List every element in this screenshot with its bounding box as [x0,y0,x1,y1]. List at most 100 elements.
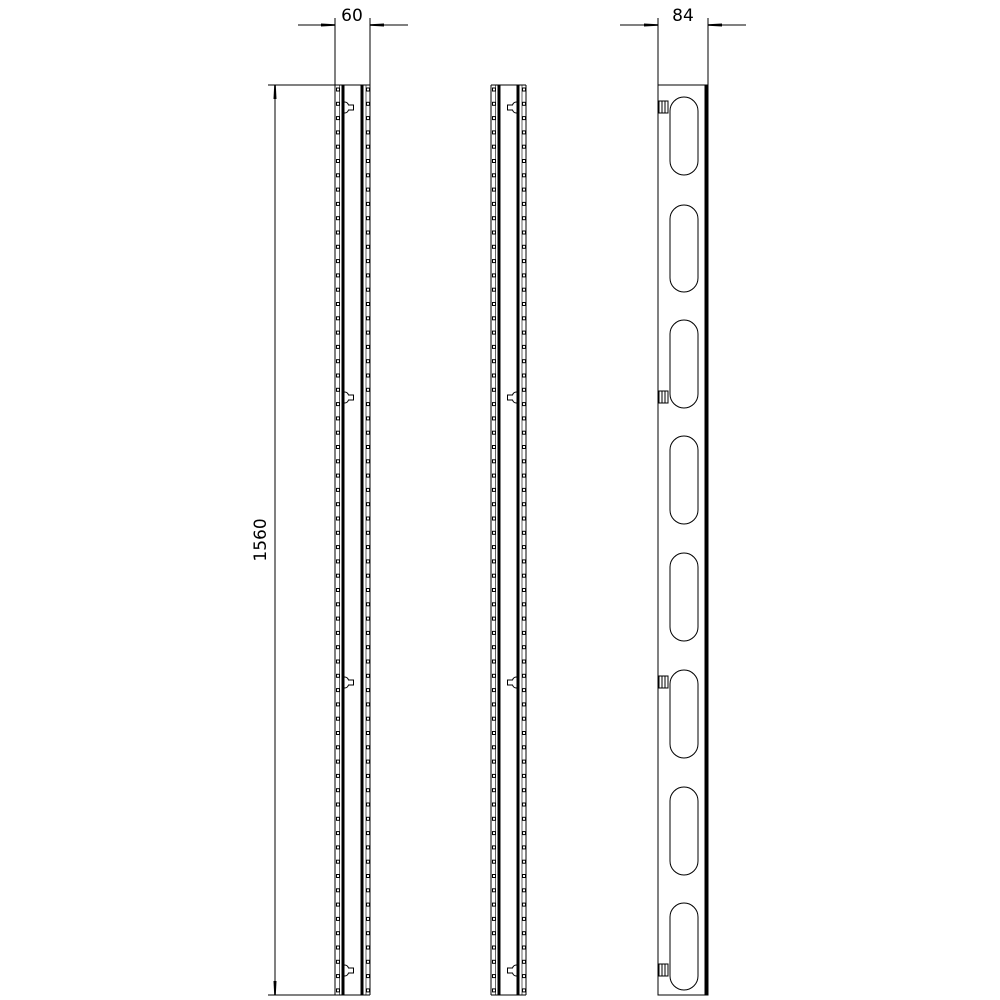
mounting-hole [522,974,526,979]
mounting-hole [366,516,370,521]
mounting-hole [522,645,526,650]
mounting-hole [366,731,370,735]
mounting-hole [336,874,340,878]
mounting-hole [492,201,496,206]
mounting-hole [366,945,370,950]
mounting-hole [366,745,370,750]
mounting-hole [492,287,496,292]
mounting-hole [366,773,370,778]
keyhole [507,101,517,114]
mounting-hole [492,831,496,836]
cable-slot [669,786,699,876]
mounting-hole [492,916,496,921]
mounting-hole [492,745,496,750]
mounting-hole [492,845,496,850]
mounting-hole [366,673,370,678]
mounting-hole [492,187,496,192]
mounting-hole [492,874,496,878]
mounting-hole [522,130,526,135]
mounting-hole [336,116,340,121]
mounting-hole [336,144,340,149]
mounting-hole [366,888,370,893]
mounting-hole [366,87,370,92]
mounting-hole [336,487,340,492]
mounting-hole [522,173,526,178]
side-tab [658,675,669,689]
mounting-hole [336,430,340,435]
mounting-hole [492,773,496,778]
mounting-hole [336,759,340,764]
mounting-hole [366,931,370,936]
mounting-hole [522,545,526,550]
mounting-hole [336,802,340,807]
mounting-hole [522,845,526,850]
mounting-hole [522,373,526,378]
mounting-hole [336,473,340,478]
mounting-hole [522,673,526,678]
dimension-label-60: 60 [341,6,363,26]
mounting-hole [366,602,370,607]
mounting-hole [522,616,526,621]
mounting-hole [522,888,526,893]
side-profile [657,84,709,996]
mounting-hole [336,287,340,292]
mounting-hole [366,387,370,392]
mounting-hole [492,616,496,621]
mounting-hole [522,244,526,249]
mounting-hole [336,87,340,92]
mounting-hole [522,931,526,936]
mounting-hole [522,201,526,206]
mounting-hole [492,216,496,221]
mounting-hole [492,716,496,721]
mounting-hole [366,244,370,249]
mounting-hole [366,902,370,907]
side-tab [658,390,669,404]
mounting-hole [366,302,370,306]
mounting-hole [366,116,370,121]
keyhole [507,391,517,404]
mounting-hole [522,216,526,221]
mounting-hole [366,959,370,964]
mounting-hole [336,230,340,235]
mounting-hole [366,101,370,106]
mounting-hole [366,688,370,693]
mounting-hole [522,788,526,793]
mounting-hole [492,959,496,964]
mounting-hole [492,173,496,178]
mounting-hole [336,616,340,621]
mounting-hole [366,487,370,492]
mounting-hole [366,330,370,335]
cable-slot [669,96,699,176]
mounting-hole [522,259,526,264]
mounting-hole [492,859,496,864]
mounting-hole [492,344,496,349]
mounting-hole [366,445,370,449]
mounting-hole [336,859,340,864]
dimension-label-84: 84 [672,6,694,26]
mounting-hole [366,344,370,349]
mounting-hole [522,702,526,707]
mounting-hole [522,874,526,878]
mounting-hole [366,702,370,707]
mounting-hole [336,659,340,664]
mounting-hole [336,316,340,321]
mounting-hole [492,788,496,793]
mounting-hole [336,588,340,592]
mounting-hole [522,516,526,521]
mounting-hole [522,273,526,278]
mounting-hole [492,402,496,407]
mounting-hole [336,645,340,650]
mounting-hole [492,502,496,507]
mounting-hole [366,201,370,206]
mounting-hole [522,473,526,478]
keyhole [507,964,517,977]
mounting-hole [492,988,496,993]
mounting-hole [492,387,496,392]
cable-slot [669,319,699,409]
mounting-hole [366,802,370,807]
mounting-hole [336,330,340,335]
front-profile-right [490,84,527,996]
mounting-hole [492,559,496,564]
mounting-hole [492,759,496,764]
mounting-hole [366,416,370,421]
